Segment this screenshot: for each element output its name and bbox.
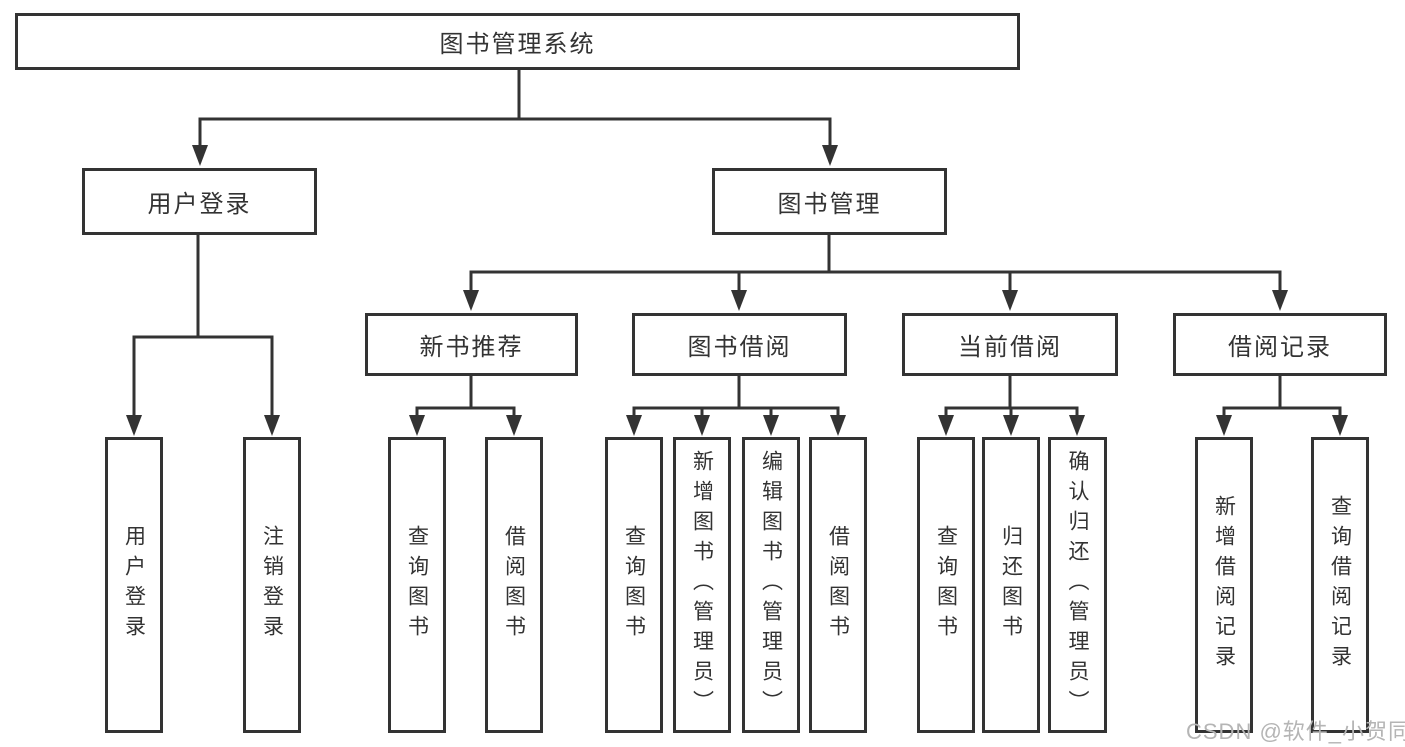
leaf-label: 查询图书: [405, 525, 429, 645]
node-label: 图书借阅: [687, 334, 792, 361]
arrowhead: [126, 415, 142, 436]
node-label: 当前借阅: [958, 334, 1062, 361]
node-book-borrow: 图书借阅: [632, 313, 847, 376]
node-label: 图书管理: [777, 191, 882, 218]
csdn-watermark: CSDN @软件_小贺同学: [1186, 719, 1405, 744]
leaf-logout: 注销登录: [243, 437, 301, 733]
arrowhead: [694, 415, 710, 436]
leaf-query-books-recommend: 查询图书: [388, 437, 446, 733]
connector-current-borrow-to-leaves: [938, 374, 1085, 436]
connector-new-book-to-leaves: [409, 374, 522, 436]
leaf-label: 新增图书（管理员）: [690, 450, 714, 720]
node-borrow-records: 借阅记录: [1173, 313, 1387, 376]
node-book-management: 图书管理: [712, 168, 947, 235]
arrowhead: [830, 415, 846, 436]
arrowhead: [463, 290, 479, 311]
leaf-label: 确认归还（管理员）: [1066, 450, 1089, 720]
arrowhead: [1069, 415, 1085, 436]
leaf-label: 查询图书: [622, 525, 646, 645]
arrowhead: [264, 415, 280, 436]
leaf-query-borrow-record: 查询借阅记录: [1311, 437, 1369, 733]
node-current-borrow: 当前借阅: [902, 313, 1118, 376]
leaf-query-books-borrow: 查询图书: [605, 437, 663, 733]
node-label: 借阅记录: [1228, 334, 1332, 361]
connector-book-management-to-level3: [463, 232, 1288, 311]
arrowhead: [822, 145, 838, 166]
connector-book-borrow-to-leaves: [626, 374, 846, 436]
leaf-add-book-admin: 新增图书（管理员）: [673, 437, 731, 733]
leaf-user-login: 用户登录: [105, 437, 163, 733]
arrowhead: [1003, 415, 1019, 436]
leaf-label: 编辑图书（管理员）: [759, 450, 783, 720]
connector-borrow-records-to-leaves: [1216, 374, 1348, 436]
node-new-book-recommend: 新书推荐: [365, 313, 578, 376]
leaf-return-book: 归还图书: [982, 437, 1040, 733]
arrowhead: [506, 415, 522, 436]
arrowhead: [192, 145, 208, 166]
leaf-label: 查询借阅记录: [1328, 495, 1352, 675]
leaf-label: 用户登录: [122, 525, 146, 645]
connector-user-login-to-leaves: [126, 232, 280, 436]
leaf-label: 借阅图书: [826, 525, 850, 645]
leaf-edit-book-admin: 编辑图书（管理员）: [742, 437, 800, 733]
arrowhead: [1002, 290, 1018, 311]
leaf-borrow-books: 借阅图书: [809, 437, 867, 733]
arrowhead: [1332, 415, 1348, 436]
node-label: 新书推荐: [419, 334, 524, 361]
node-library-management-system: 图书管理系统: [15, 13, 1020, 70]
leaf-label: 借阅图书: [502, 525, 526, 645]
node-label: 图书管理系统: [439, 31, 596, 58]
arrowhead: [626, 415, 642, 436]
connector-root-to-level2: [192, 68, 838, 166]
arrowhead: [1216, 415, 1232, 436]
arrowhead: [731, 290, 747, 311]
leaf-add-borrow-record: 新增借阅记录: [1195, 437, 1253, 733]
leaf-label: 查询图书: [934, 525, 958, 645]
leaf-borrow-books-recommend: 借阅图书: [485, 437, 543, 733]
arrowhead: [1272, 290, 1288, 311]
leaf-label: 归还图书: [999, 525, 1023, 645]
node-user-login: 用户登录: [82, 168, 317, 235]
arrowhead: [409, 415, 425, 436]
leaf-confirm-return-admin: 确认归还（管理员）: [1048, 437, 1107, 733]
arrowhead: [763, 415, 779, 436]
arrowhead: [938, 415, 954, 436]
node-label: 用户登录: [147, 191, 252, 218]
leaf-label: 新增借阅记录: [1212, 495, 1236, 675]
leaf-label: 注销登录: [260, 525, 284, 645]
leaf-query-books-current: 查询图书: [917, 437, 975, 733]
